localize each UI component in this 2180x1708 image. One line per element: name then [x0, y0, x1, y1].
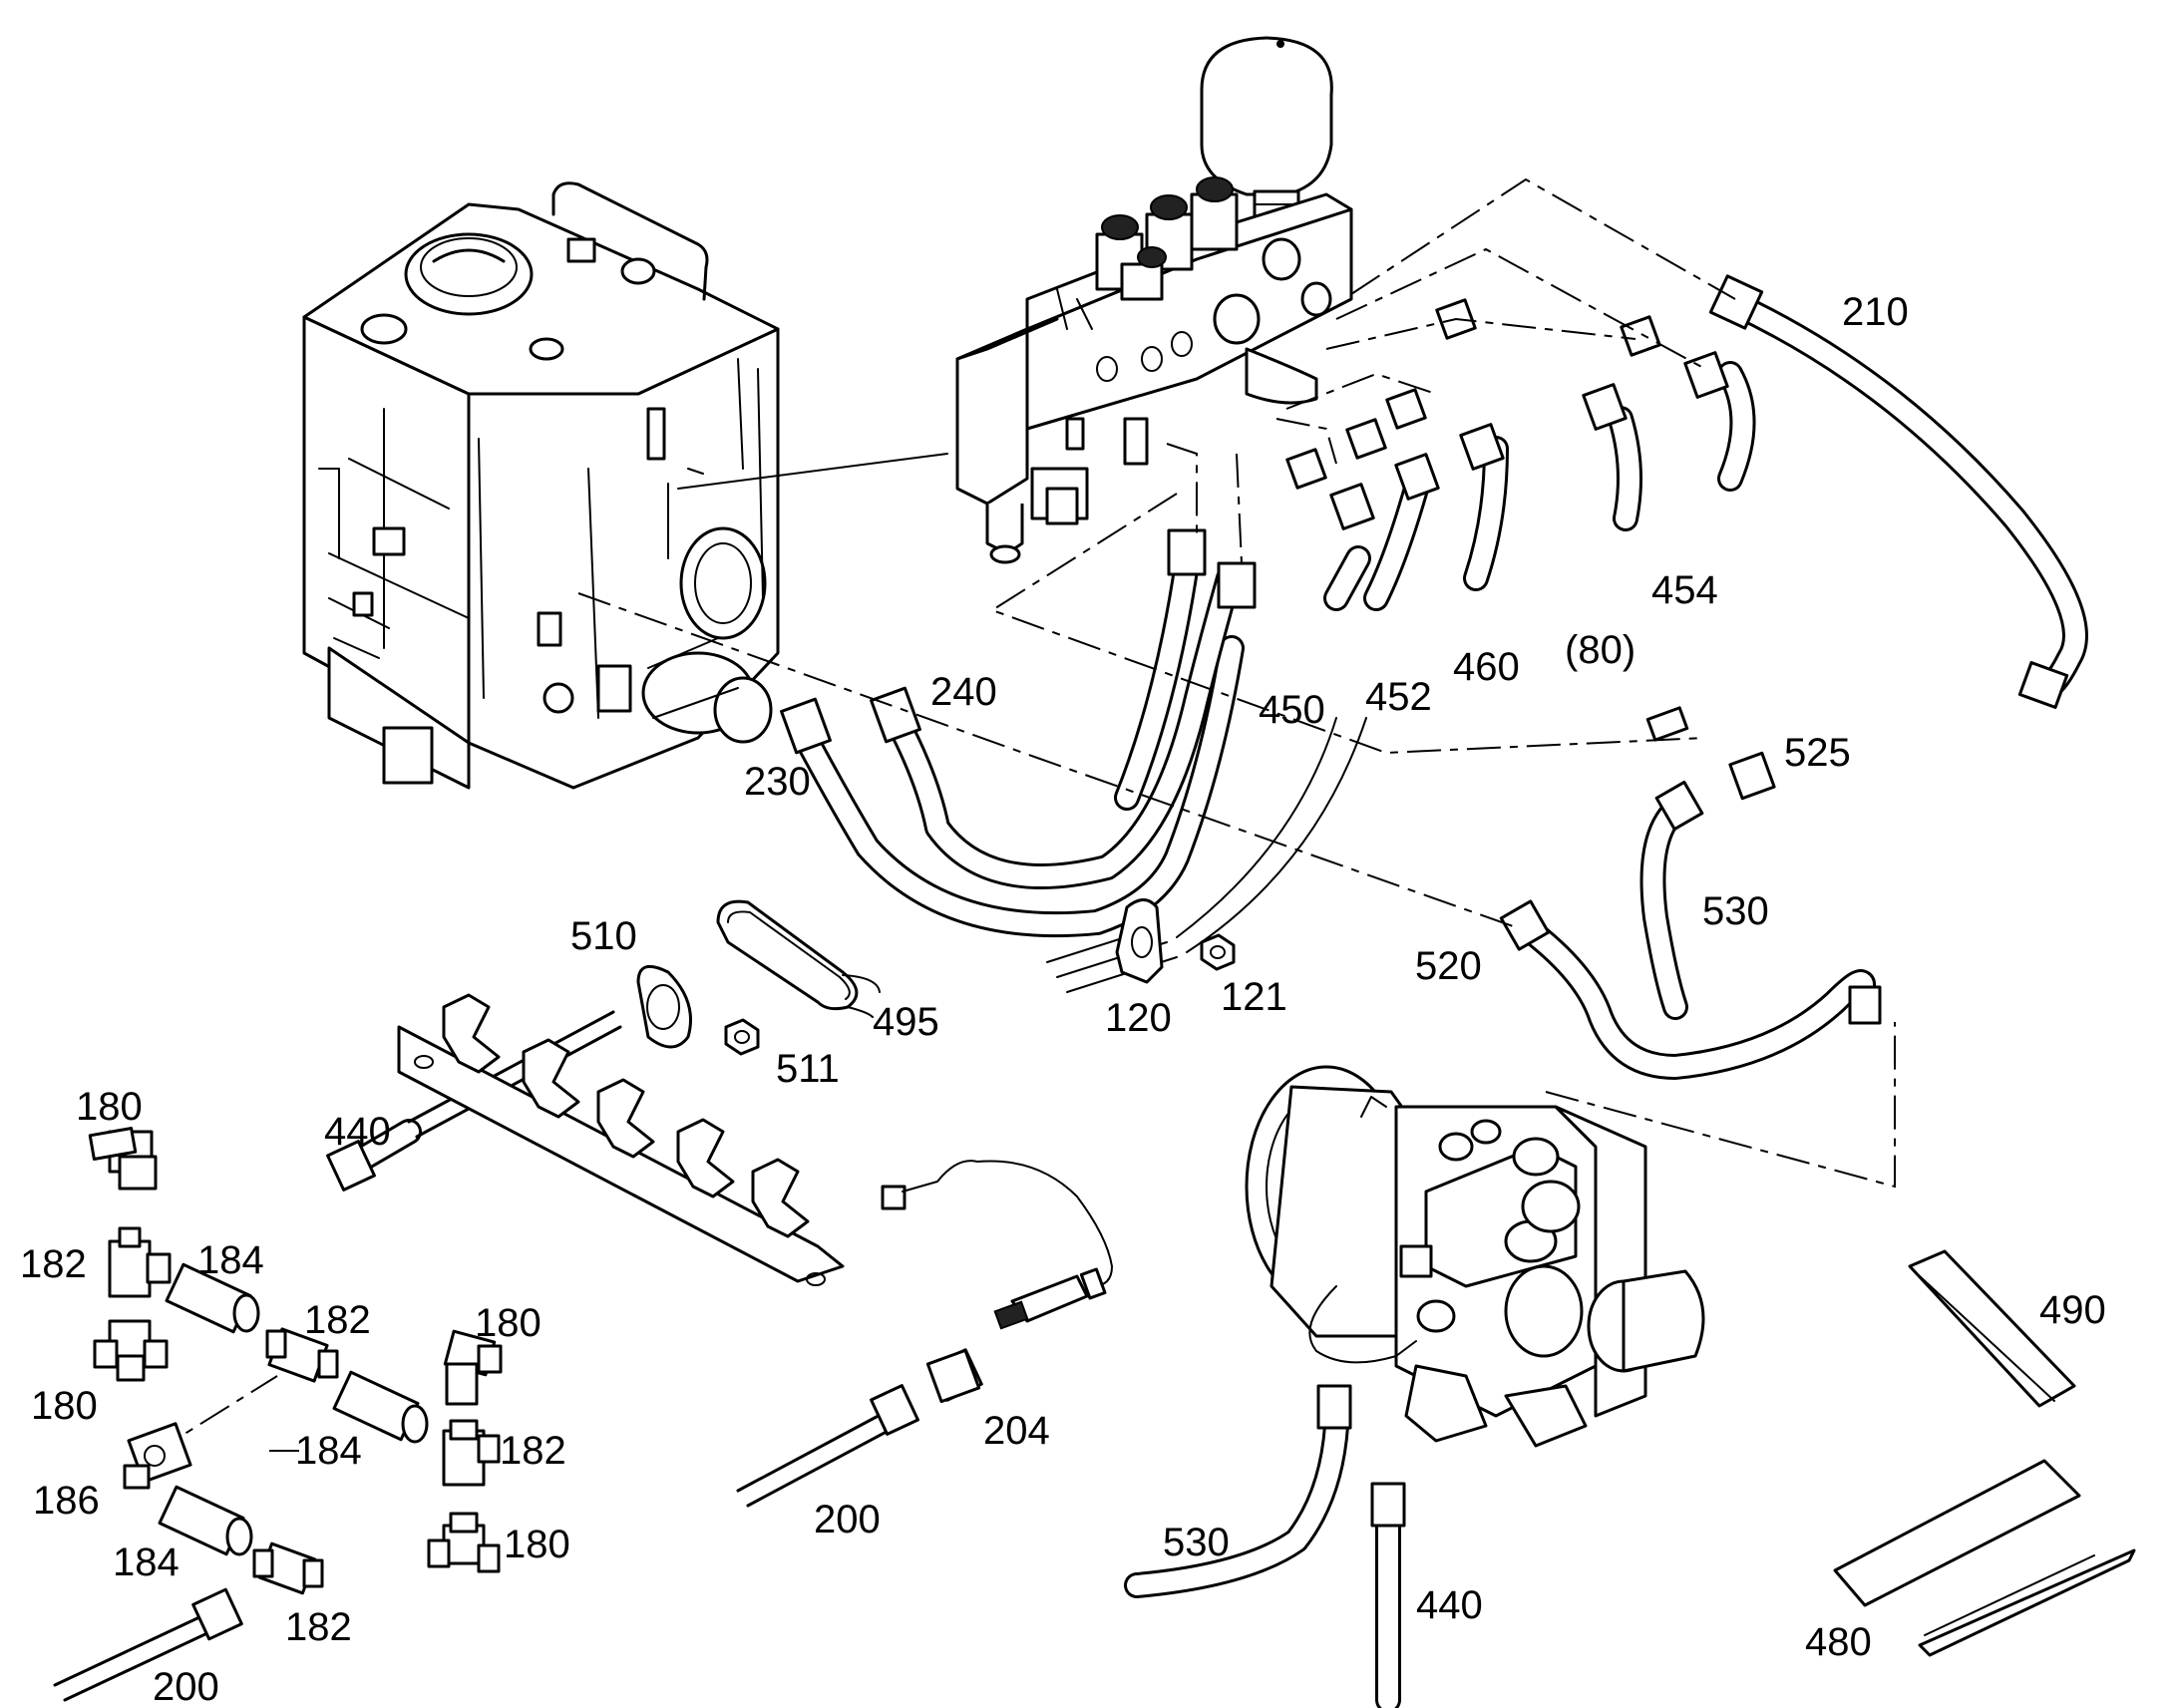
clamp-120: [1115, 898, 1164, 984]
pump-assembly: [1245, 1065, 1705, 1448]
label-452: 452: [1365, 675, 1432, 719]
label-530-lower: 530: [1163, 1521, 1230, 1564]
label-495: 495: [873, 1000, 939, 1044]
mounting-rail: [397, 993, 845, 1286]
clamp-510: [636, 964, 692, 1049]
fitting-set: [88, 1127, 981, 1595]
fitting-186-banjo: [123, 1422, 192, 1490]
label-200-left: 200: [153, 1665, 219, 1708]
label-80: (80): [1565, 628, 1635, 672]
label-440-lower: 440: [1416, 1583, 1483, 1627]
label-520: 520: [1415, 944, 1482, 988]
label-450: 450: [1259, 688, 1325, 732]
label-240: 240: [930, 670, 997, 714]
edge-guard-490: [1908, 1249, 2076, 1408]
label-510: 510: [570, 914, 637, 958]
fitting-184-union-c: [158, 1485, 253, 1556]
label-454: 454: [1651, 568, 1718, 612]
fitting-180-elbow-c: [443, 1329, 503, 1406]
label-184-a: 184: [197, 1238, 264, 1282]
hydraulic-tank: [302, 181, 948, 790]
label-480: 480: [1805, 1620, 1872, 1664]
sensor-cable: [881, 1160, 1113, 1330]
fitting-182-tee-c: [252, 1541, 324, 1595]
label-180-c: 180: [475, 1301, 542, 1345]
leader-lines: [149, 177, 1896, 1457]
label-186: 186: [33, 1479, 100, 1523]
label-530-upper: 530: [1702, 889, 1769, 933]
label-200-middle: 200: [814, 1498, 881, 1541]
label-180-d: 180: [504, 1523, 570, 1566]
label-440-upper: 440: [324, 1110, 391, 1154]
valve-block-accumulator: [955, 36, 1353, 564]
hose-fittings: [191, 274, 2069, 1641]
solenoid-valves: [1095, 176, 1239, 301]
label-182-a: 182: [20, 1242, 87, 1286]
fitting-184-union-b: [332, 1370, 429, 1444]
label-490: 490: [2039, 1288, 2106, 1332]
label-525: 525: [1784, 731, 1851, 775]
fitting-180-tee-d: [427, 1512, 501, 1573]
fitting-180-elbow-a: [88, 1127, 158, 1191]
fitting-180-tee-b: [93, 1319, 169, 1382]
label-204: 204: [983, 1409, 1050, 1453]
part-number-labels: 210 454 (80) 460 452 450 240 230 525 530…: [20, 290, 2106, 1708]
label-184-c: 184: [113, 1540, 180, 1584]
label-120: 120: [1105, 996, 1172, 1040]
fitting-184-union-a: [165, 1262, 260, 1334]
fitting-182-tee-d: [442, 1419, 501, 1487]
label-460: 460: [1453, 645, 1520, 689]
label-182-d: 182: [285, 1605, 352, 1649]
label-184-b: 184: [295, 1429, 362, 1473]
nut-511: [724, 1018, 760, 1056]
nut-121: [1200, 933, 1236, 971]
ring-495: [716, 899, 881, 1018]
label-511: 511: [776, 1047, 840, 1091]
label-121: 121: [1221, 975, 1287, 1019]
fitting-182-tee-a: [108, 1226, 172, 1298]
protective-sleeve-480: [1833, 1459, 2136, 1657]
hoses: [53, 291, 2088, 1708]
label-230: 230: [744, 760, 811, 804]
fitting-182-tee-b: [265, 1327, 339, 1383]
label-180-a: 180: [76, 1085, 143, 1129]
label-182-b: 182: [304, 1298, 371, 1342]
label-210: 210: [1842, 290, 1909, 334]
label-182-c: 182: [500, 1429, 566, 1473]
label-180-b: 180: [31, 1384, 98, 1428]
